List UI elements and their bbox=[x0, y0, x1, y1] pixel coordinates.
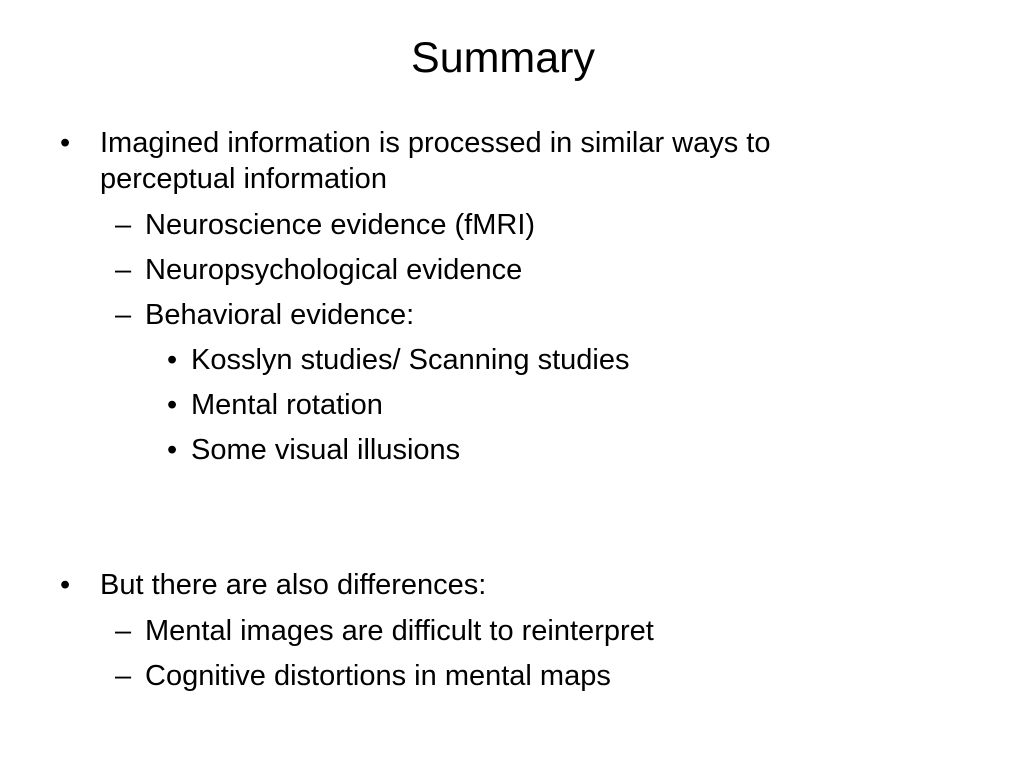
sub-bullet-point: – Neuroscience evidence (fMRI) bbox=[115, 207, 815, 243]
sub-sub-bullet-point: • Some visual illusions bbox=[167, 432, 867, 468]
dash-marker: – bbox=[115, 299, 132, 331]
sub-bullet-text: Neuroscience evidence (fMRI) bbox=[145, 209, 536, 241]
bullet-marker: • bbox=[167, 434, 178, 466]
sub-sub-bullet-point: • Kosslyn studies/ Scanning studies bbox=[167, 342, 867, 378]
dash-marker: – bbox=[115, 254, 132, 286]
sub-bullet-point: – Cognitive distortions in mental maps bbox=[115, 658, 815, 694]
sub-bullet-text: Neuropsychological evidence bbox=[145, 254, 523, 286]
dash-marker: – bbox=[115, 660, 132, 692]
sub-bullet-text: Behavioral evidence: bbox=[145, 299, 415, 331]
bullet-text-line: Imagined information is processed in sim… bbox=[100, 127, 771, 159]
bullet-text-line: perceptual information bbox=[100, 163, 387, 195]
sub-bullet-point: – Neuropsychological evidence bbox=[115, 252, 815, 288]
bullet-point: • But there are also differences: bbox=[60, 567, 960, 603]
sub-bullet-point: – Mental images are difficult to reinter… bbox=[115, 613, 815, 649]
bullet-marker: • bbox=[60, 127, 71, 159]
sub-bullet-text: Mental images are difficult to reinterpr… bbox=[145, 615, 654, 647]
dash-marker: – bbox=[115, 615, 132, 647]
sub-sub-bullet-text: Some visual illusions bbox=[191, 434, 461, 466]
sub-sub-bullet-point: • Mental rotation bbox=[167, 387, 867, 423]
bullet-marker: • bbox=[60, 569, 71, 601]
bullet-text-line: But there are also differences: bbox=[100, 569, 487, 601]
bullet-point: • Imagined information is processed in s… bbox=[60, 125, 960, 197]
bullet-marker: • bbox=[167, 389, 178, 421]
slide-title: Summary bbox=[411, 34, 595, 82]
bullet-marker: • bbox=[167, 344, 178, 376]
sub-bullet-point: – Behavioral evidence: bbox=[115, 297, 815, 333]
sub-sub-bullet-text: Mental rotation bbox=[191, 389, 383, 421]
sub-bullet-text: Cognitive distortions in mental maps bbox=[145, 660, 611, 692]
dash-marker: – bbox=[115, 209, 132, 241]
sub-sub-bullet-text: Kosslyn studies/ Scanning studies bbox=[191, 344, 630, 376]
